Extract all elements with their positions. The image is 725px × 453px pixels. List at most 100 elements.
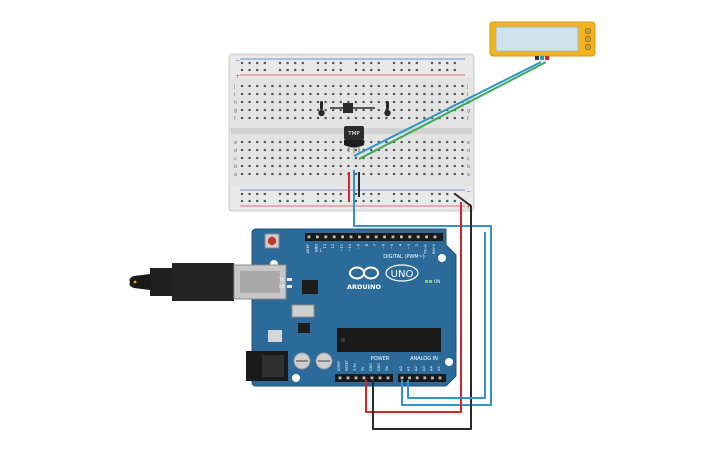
breadboard-hole[interactable] (377, 92, 380, 96)
breadboard-hole[interactable] (294, 164, 297, 168)
breadboard-hole[interactable] (400, 68, 403, 72)
breadboard-hole[interactable] (316, 61, 320, 65)
breadboard-hole[interactable] (294, 199, 297, 203)
breadboard-hole[interactable] (354, 108, 358, 112)
breadboard-hole[interactable] (400, 84, 403, 88)
digital-pin[interactable] (307, 235, 311, 239)
breadboard-hole[interactable] (392, 156, 396, 160)
breadboard-hole[interactable] (301, 92, 304, 96)
digital-pin[interactable] (341, 235, 344, 239)
breadboard-hole[interactable] (301, 164, 304, 168)
breadboard-hole[interactable] (301, 140, 304, 144)
breadboard-hole[interactable] (316, 192, 320, 196)
breadboard-hole[interactable] (377, 172, 380, 176)
breadboard-hole[interactable] (461, 172, 464, 176)
breadboard-hole[interactable] (377, 199, 380, 203)
temperature-sensor[interactable]: TMP (344, 126, 364, 153)
breadboard-hole[interactable] (423, 108, 426, 112)
breadboard-hole[interactable] (332, 140, 335, 144)
breadboard-hole[interactable] (377, 100, 380, 104)
breadboard-hole[interactable] (286, 61, 289, 65)
breadboard-hole[interactable] (316, 68, 320, 72)
breadboard-hole[interactable] (240, 140, 244, 144)
breadboard-hole[interactable] (294, 140, 297, 144)
breadboard-hole[interactable] (339, 172, 342, 176)
breadboard-hole[interactable] (324, 164, 327, 168)
breadboard-hole[interactable] (370, 156, 373, 160)
digital-pin[interactable] (425, 235, 428, 239)
breadboard-hole[interactable] (332, 84, 335, 88)
breadboard-hole[interactable] (377, 140, 380, 144)
breadboard-hole[interactable] (415, 116, 418, 120)
breadboard-hole[interactable] (294, 68, 297, 72)
breadboard-hole[interactable] (430, 192, 434, 196)
breadboard-hole[interactable] (316, 156, 320, 160)
breadboard-hole[interactable] (256, 116, 259, 120)
breadboard-hole[interactable] (408, 199, 411, 203)
breadboard-hole[interactable] (240, 68, 244, 72)
breadboard-hole[interactable] (408, 108, 411, 112)
wire-red-5v[interactable] (365, 202, 462, 413)
breadboard-hole[interactable] (415, 148, 418, 152)
breadboard-hole[interactable] (430, 61, 434, 65)
breadboard-hole[interactable] (461, 108, 464, 112)
breadboard-hole[interactable] (278, 92, 282, 96)
breadboard-hole[interactable] (430, 116, 434, 120)
breadboard-hole[interactable] (423, 100, 426, 104)
breadboard-hole[interactable] (248, 108, 251, 112)
breadboard-hole[interactable] (278, 172, 282, 176)
breadboard-hole[interactable] (286, 100, 289, 104)
breadboard-hole[interactable] (240, 192, 244, 196)
breadboard-hole[interactable] (385, 148, 388, 152)
breadboard-hole[interactable] (415, 156, 418, 160)
wire-blue-loop[interactable] (407, 232, 486, 399)
breadboard-hole[interactable] (347, 156, 350, 160)
breadboard-hole[interactable] (278, 61, 282, 65)
breadboard-hole[interactable] (248, 84, 251, 88)
breadboard-hole[interactable] (415, 68, 418, 72)
breadboard-hole[interactable] (240, 164, 244, 168)
analog-header[interactable] (398, 374, 446, 382)
breadboard-hole[interactable] (408, 92, 411, 96)
breadboard-hole[interactable] (400, 156, 403, 160)
breadboard-hole[interactable] (256, 84, 259, 88)
breadboard-hole[interactable] (324, 172, 327, 176)
breadboard-hole[interactable] (248, 199, 251, 203)
breadboard-hole[interactable] (332, 172, 335, 176)
breadboard-hole[interactable] (263, 140, 266, 144)
breadboard-hole[interactable] (278, 116, 282, 120)
breadboard-hole[interactable] (278, 164, 282, 168)
breadboard-hole[interactable] (392, 192, 396, 196)
breadboard-hole[interactable] (256, 140, 259, 144)
power-pin[interactable] (378, 376, 382, 380)
breadboard-hole[interactable] (400, 164, 403, 168)
breadboard-hole[interactable] (385, 92, 388, 96)
breadboard-hole[interactable] (392, 199, 396, 203)
breadboard-hole[interactable] (339, 100, 342, 104)
breadboard-hole[interactable] (256, 108, 259, 112)
breadboard-hole[interactable] (400, 148, 403, 152)
breadboard-hole[interactable] (438, 92, 441, 96)
analog-pin[interactable] (408, 376, 411, 380)
breadboard-hole[interactable] (438, 140, 441, 144)
breadboard-hole[interactable] (453, 164, 456, 168)
breadboard-hole[interactable] (240, 116, 244, 120)
breadboard-hole[interactable] (248, 68, 251, 72)
breadboard-hole[interactable] (332, 108, 335, 112)
digital-pin[interactable] (400, 235, 403, 239)
breadboard-hole[interactable] (286, 116, 289, 120)
breadboard-hole[interactable] (430, 68, 434, 72)
breadboard-hole[interactable] (392, 61, 396, 65)
breadboard-hole[interactable] (271, 84, 274, 88)
breadboard-hole[interactable] (286, 148, 289, 152)
usb-cable-icon[interactable] (129, 263, 287, 301)
breadboard-hole[interactable] (430, 108, 434, 112)
analog-pin[interactable] (423, 376, 427, 380)
breadboard-hole[interactable] (385, 116, 388, 120)
breadboard-hole[interactable] (286, 192, 289, 196)
power-header[interactable] (335, 374, 393, 382)
breadboard-hole[interactable] (408, 84, 411, 88)
breadboard-hole[interactable] (294, 61, 297, 65)
breadboard-hole[interactable] (316, 172, 320, 176)
breadboard-hole[interactable] (332, 92, 335, 96)
